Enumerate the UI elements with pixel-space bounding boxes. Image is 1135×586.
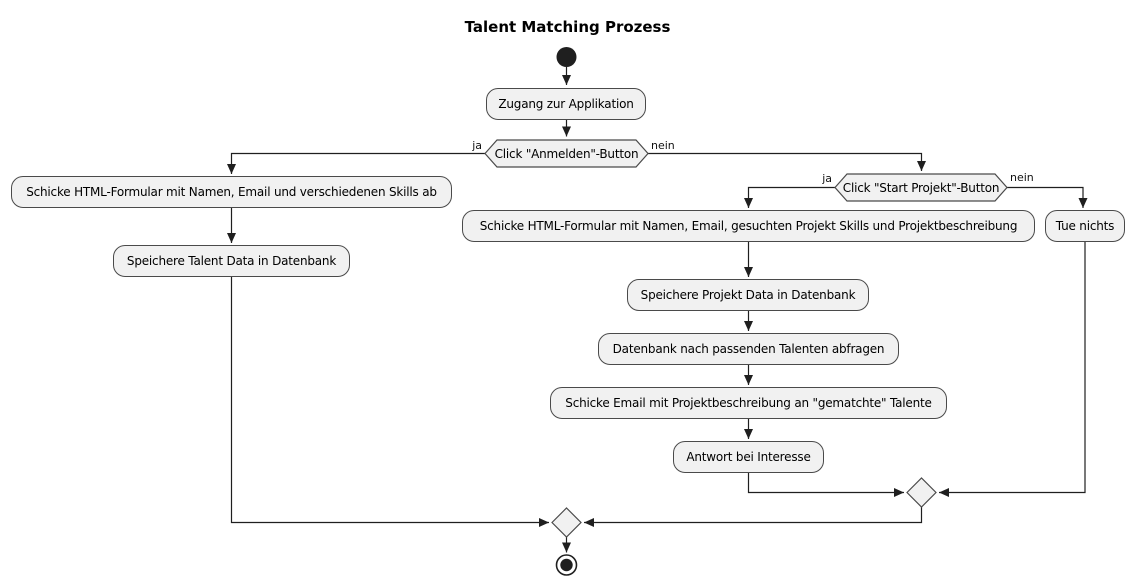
end-node-dot: [560, 558, 573, 572]
merge-diamond-right: [906, 477, 937, 508]
edge-antwort-to-merge-right: [747, 473, 904, 497]
edge-startprojekt-ja: [744, 186, 835, 208]
decision-start-projekt-shape: [834, 173, 1008, 202]
edge-label-start-projekt-nein: nein: [1010, 171, 1034, 184]
activity-talent-form: Schicke HTML-Formular mit Namen, Email u…: [11, 176, 452, 208]
edge-talentsave-to-merge-left: [230, 277, 549, 527]
edge-merge-right-to-merge-left: [584, 507, 923, 527]
decision-anmelden-shape: [484, 139, 649, 168]
activity-projekt-save: Speichere Projekt Data in Datenbank: [627, 279, 869, 311]
activity-zugang: Zugang zur Applikation: [486, 88, 646, 120]
decision-start-projekt-label: Click "Start Projekt"-Button: [842, 180, 1000, 195]
edge-label-anmelden-nein: nein: [651, 139, 675, 152]
merge-diamond-left: [551, 507, 582, 538]
activity-match-email: Schicke Email mit Projektbeschreibung an…: [550, 387, 947, 419]
activity-talent-save: Speichere Talent Data in Datenbank: [113, 245, 350, 277]
activity-tue-nichts: Tue nichts: [1045, 210, 1125, 242]
activity-projekt-form: Schicke HTML-Formular mit Namen, Email, …: [462, 210, 1035, 242]
activity-query-talente: Datenbank nach passenden Talenten abfrag…: [598, 333, 899, 365]
edge-anmelden-nein: [648, 152, 926, 171]
activity-antwort: Antwort bei Interesse: [673, 441, 824, 473]
diagram-title: Talent Matching Prozess: [464, 18, 671, 36]
decision-anmelden-label: Click "Anmelden"-Button: [494, 146, 639, 161]
edge-label-anmelden-ja: ja: [472, 139, 482, 152]
edge-startprojekt-nein: [1007, 186, 1088, 208]
edge-label-start-projekt-ja: ja: [822, 172, 832, 185]
edge-tuenichts-to-merge-right: [939, 242, 1086, 497]
start-node: [556, 47, 577, 67]
edge-anmelden-ja: [227, 152, 485, 174]
